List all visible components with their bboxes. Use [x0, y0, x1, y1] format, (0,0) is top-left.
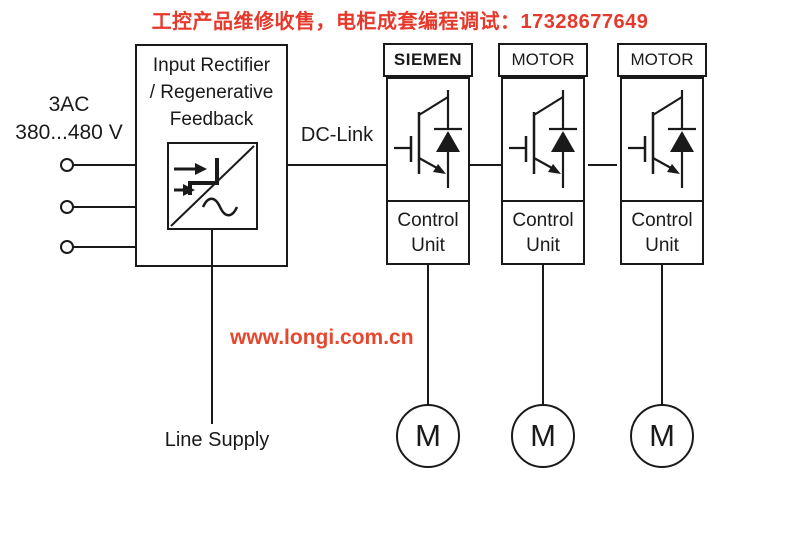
banner-text: 工控产品维修收售，电柜成套编程调试：17328677649 [151, 11, 649, 33]
motor-3-wire [661, 265, 663, 405]
inverter-1-symbol-area [388, 79, 468, 200]
phase-wire-3 [73, 246, 135, 248]
inverter-3-block: Control Unit [620, 77, 704, 265]
rectifier-title-line1: Input Rectifier [152, 55, 271, 76]
dc-link-wire-3 [588, 164, 617, 166]
phase-terminal-1 [60, 158, 74, 172]
inverter-2-header: MOTOR [498, 43, 588, 77]
watermark-text: www.longi.com.cn [230, 326, 414, 349]
rectifier-title: Input Rectifier / Regenerative Feedback [137, 52, 286, 133]
inverter-3-control-unit-label: Control Unit [622, 200, 702, 263]
inverter-2-block: Control Unit [501, 77, 585, 265]
igbt-diode-icon [628, 89, 696, 188]
motor-1-wire [427, 265, 429, 405]
igbt-diode-icon [509, 89, 577, 188]
motor-2-circle: M [511, 404, 575, 468]
phase-terminal-3 [60, 240, 74, 254]
dc-link-label: DC-Link [300, 124, 374, 146]
motor-3-circle: M [630, 404, 694, 468]
phase-terminal-2 [60, 200, 74, 214]
inverter-2-control-unit-label: Control Unit [503, 200, 583, 263]
converter-symbol-box [167, 142, 258, 230]
inverter-2-symbol-area [503, 79, 583, 200]
motor-3-label: M [649, 418, 675, 453]
inverter-3-header: MOTOR [617, 43, 707, 77]
inverter-3-symbol-area [622, 79, 702, 200]
igbt-diode-icon [394, 89, 462, 188]
inverter-1-control-unit-label: Control Unit [388, 200, 468, 263]
supply-voltage-line1: 3AC [48, 93, 90, 116]
line-supply-label: Line Supply [164, 429, 270, 451]
phase-wire-1 [73, 164, 135, 166]
motor-2-label: M [530, 418, 556, 453]
supply-voltage-line2: 380...480 V [15, 121, 123, 144]
dc-link-wire-2 [470, 164, 501, 166]
rectifier-title-line2: / Regenerative [149, 82, 274, 103]
inverter-1-header: SIEMEN [383, 43, 473, 77]
supply-voltage-label: 3AC 380...480 V [8, 91, 130, 147]
line-supply-wire [211, 229, 213, 424]
phase-wire-2 [73, 206, 135, 208]
motor-2-wire [542, 265, 544, 405]
dc-link-wire-1 [288, 164, 386, 166]
motor-1-label: M [415, 418, 441, 453]
inverter-1-block: Control Unit [386, 77, 470, 265]
rectifier-title-line3: Feedback [169, 109, 254, 130]
motor-1-circle: M [396, 404, 460, 468]
ac-dc-converter-icon [170, 145, 255, 227]
